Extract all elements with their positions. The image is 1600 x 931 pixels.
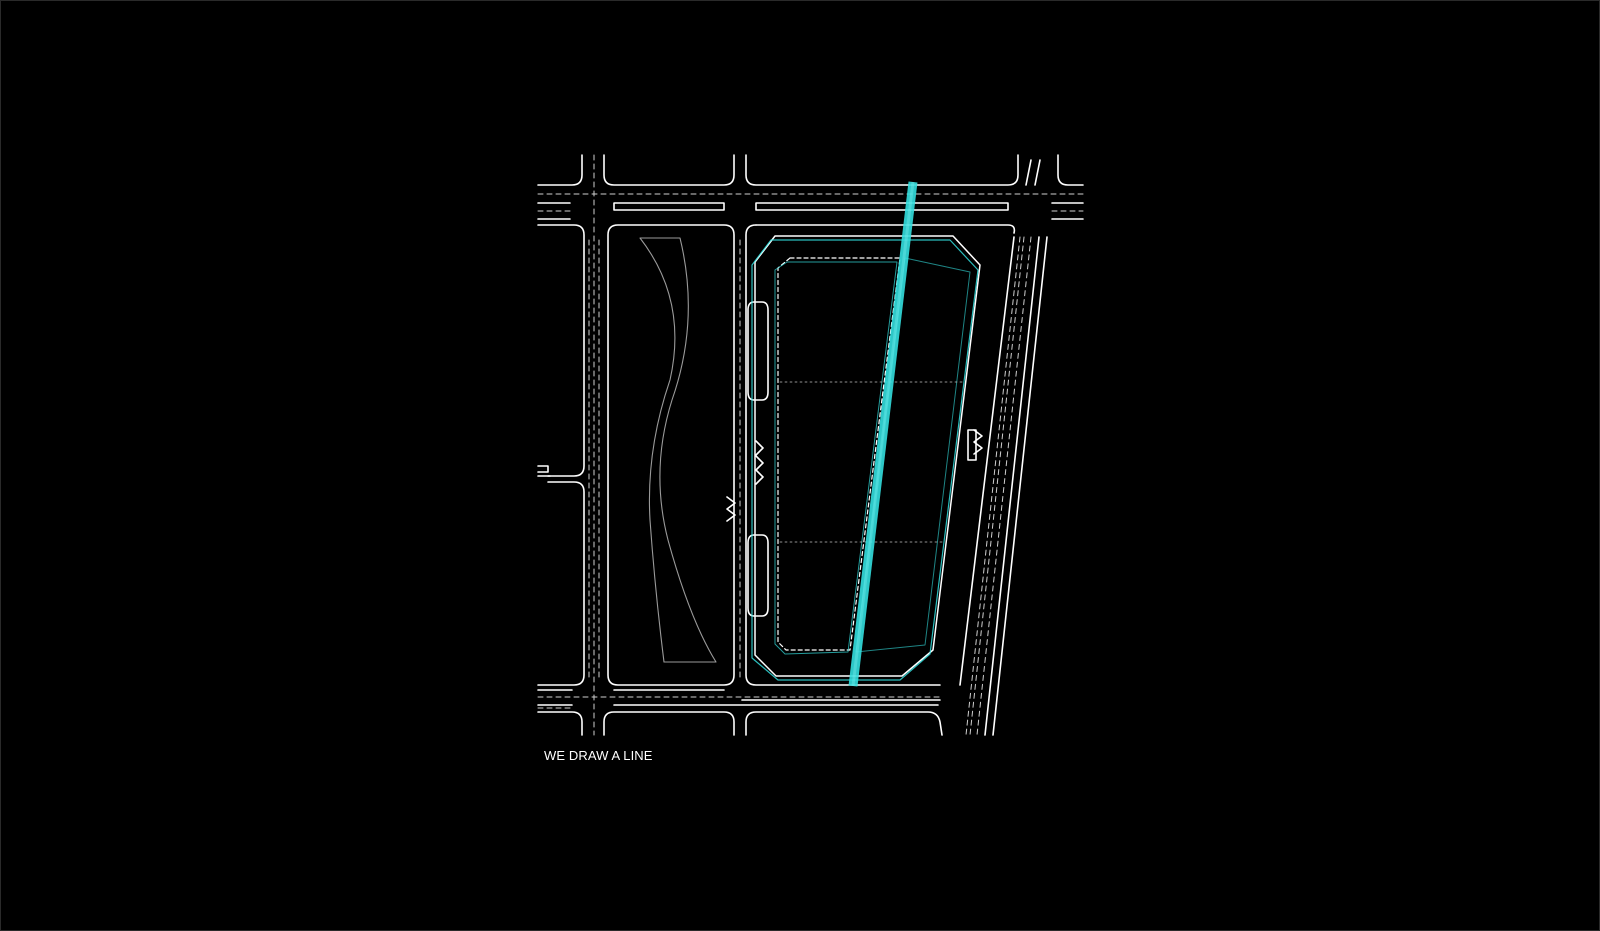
diagram-caption: WE DRAW A LINE xyxy=(544,748,653,763)
road-edges xyxy=(537,154,1084,736)
lane-markings xyxy=(537,154,1084,736)
drawn-line xyxy=(848,181,918,687)
park-pavilion-outline xyxy=(639,237,717,663)
site-outlines xyxy=(751,235,981,681)
